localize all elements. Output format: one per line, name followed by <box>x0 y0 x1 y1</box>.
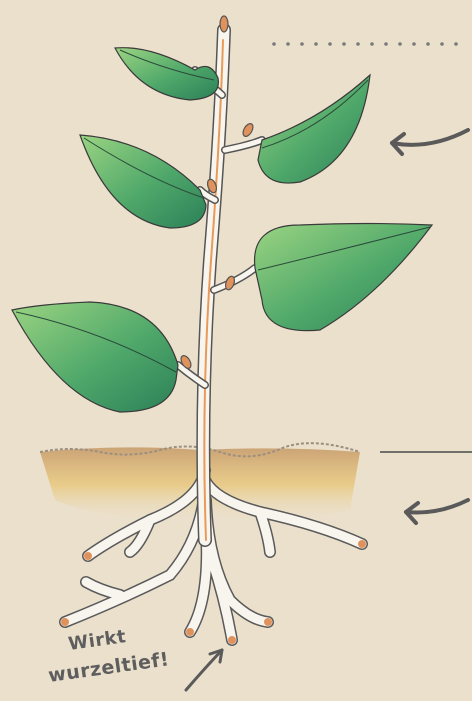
curved-arrow-icon <box>406 500 468 523</box>
dotted-line <box>272 42 458 46</box>
leaf-middle-right <box>255 224 432 331</box>
leaf-lower-left <box>12 302 178 412</box>
leaf-upper-left <box>80 135 206 228</box>
curved-arrow-icon <box>392 130 468 154</box>
leaf-upper-right <box>258 75 370 183</box>
curved-arrow-icon <box>186 650 222 690</box>
leaf-top <box>115 48 218 100</box>
